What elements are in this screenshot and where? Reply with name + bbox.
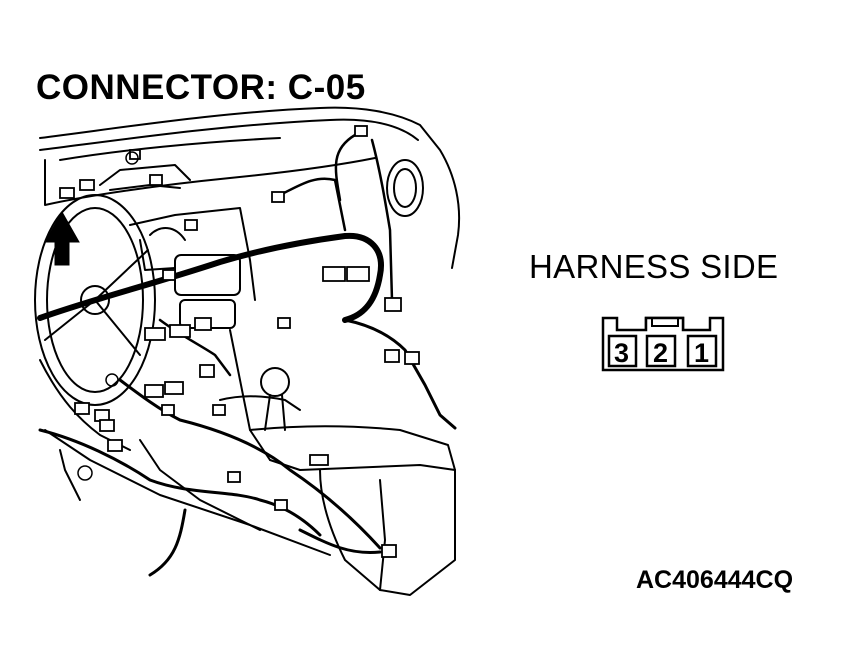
- pin-1-label: 1: [694, 338, 709, 368]
- location-arrow-icon: [44, 210, 80, 266]
- harness-illustration: [34, 106, 461, 596]
- figure-code: AC406444CQ: [636, 566, 794, 594]
- pin-2-label: 2: [653, 338, 668, 368]
- harness-side-label: HARNESS SIDE: [529, 248, 779, 285]
- connector-title: CONNECTOR: C-05: [36, 68, 366, 107]
- pin-3-label: 3: [614, 338, 629, 368]
